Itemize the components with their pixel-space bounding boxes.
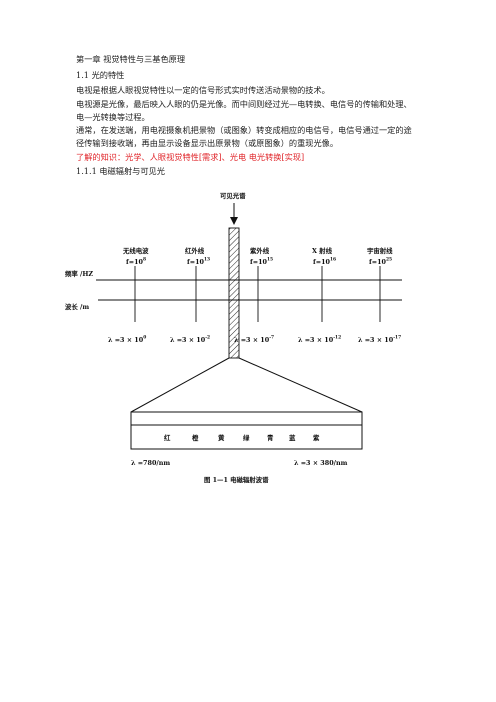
color-violet: 紫 [313,433,320,442]
spectrum-box-top [130,411,363,426]
visible-spectrum-label: 可见光谱 [220,191,246,200]
figure-caption: 图 1—1 电磁辐射波谱 [204,475,269,484]
wavelength-780-label: λ =780/nm [131,459,170,467]
visible-band [228,227,240,359]
band-xray-freq: f=1016 [313,258,336,267]
color-yellow: 黄 [218,433,225,442]
chapter-title: 第一章 视觉特性与三基色原理 [76,54,186,64]
spectrum-box-colors [130,424,363,450]
wavelength-axis-label: 波长 /m [65,302,89,311]
funnel-left-line [130,357,230,413]
axis-ticks [134,266,381,322]
band-infrared-label: 红外线 [185,246,205,255]
color-green: 绿 [243,433,250,442]
visible-arrow-head [230,217,238,225]
paragraph-2: 电视源是光像，最后映入人眼的仍是光像。而中间则经过光—电转换、电信号的传输和处理… [76,99,412,122]
band-cosmic-freq: f=1025 [369,258,392,267]
band-radio-label: 无线电波 [122,246,149,255]
wavelength-value-1: λ =3 × 100 [108,336,146,345]
frequency-axis-label: 频率 /HZ [65,269,93,278]
band-ultraviolet-label: 紫外线 [250,246,270,255]
band-infrared-freq: f=1013 [187,258,210,267]
funnel-right-line [238,357,363,413]
wavelength-value-4: λ =3 × 10-12 [298,336,341,345]
band-cosmic-label: 宇宙射线 [367,246,393,255]
wavelength-value-2: λ =3 × 10-2 [170,336,210,345]
knowledge-note: 了解的知识：光学、人眼视觉特性[需求]、光电 电光转换[实现] [76,152,305,162]
wavelength-value-3: λ =3 × 10-7 [234,336,274,345]
band-ultraviolet-freq: f=1015 [250,258,273,267]
paragraph-3: 通常，在发送端，用电视摄象机把景物（或图象）转变成相应的电信号，电信号通过一定的… [76,125,412,148]
band-xray-label: X 射线 [312,246,333,255]
color-orange: 橙 [192,433,199,442]
color-blue: 蓝 [289,433,296,442]
subsection-title: 1.1.1 电磁辐射与可见光 [76,166,165,176]
section-title: 1.1 光的特性 [76,70,125,80]
wavelength-value-5: λ =3 × 10-17 [358,336,401,345]
color-red: 红 [164,433,171,442]
paragraph-1: 电视是根据人眼视觉特性以一定的信号形式实时传送活动景物的技术。 [76,85,330,95]
color-cyan: 青 [267,433,274,442]
wavelength-380-label: λ =3 × 380/nm [294,459,348,467]
band-radio-freq: f=108 [126,258,146,267]
